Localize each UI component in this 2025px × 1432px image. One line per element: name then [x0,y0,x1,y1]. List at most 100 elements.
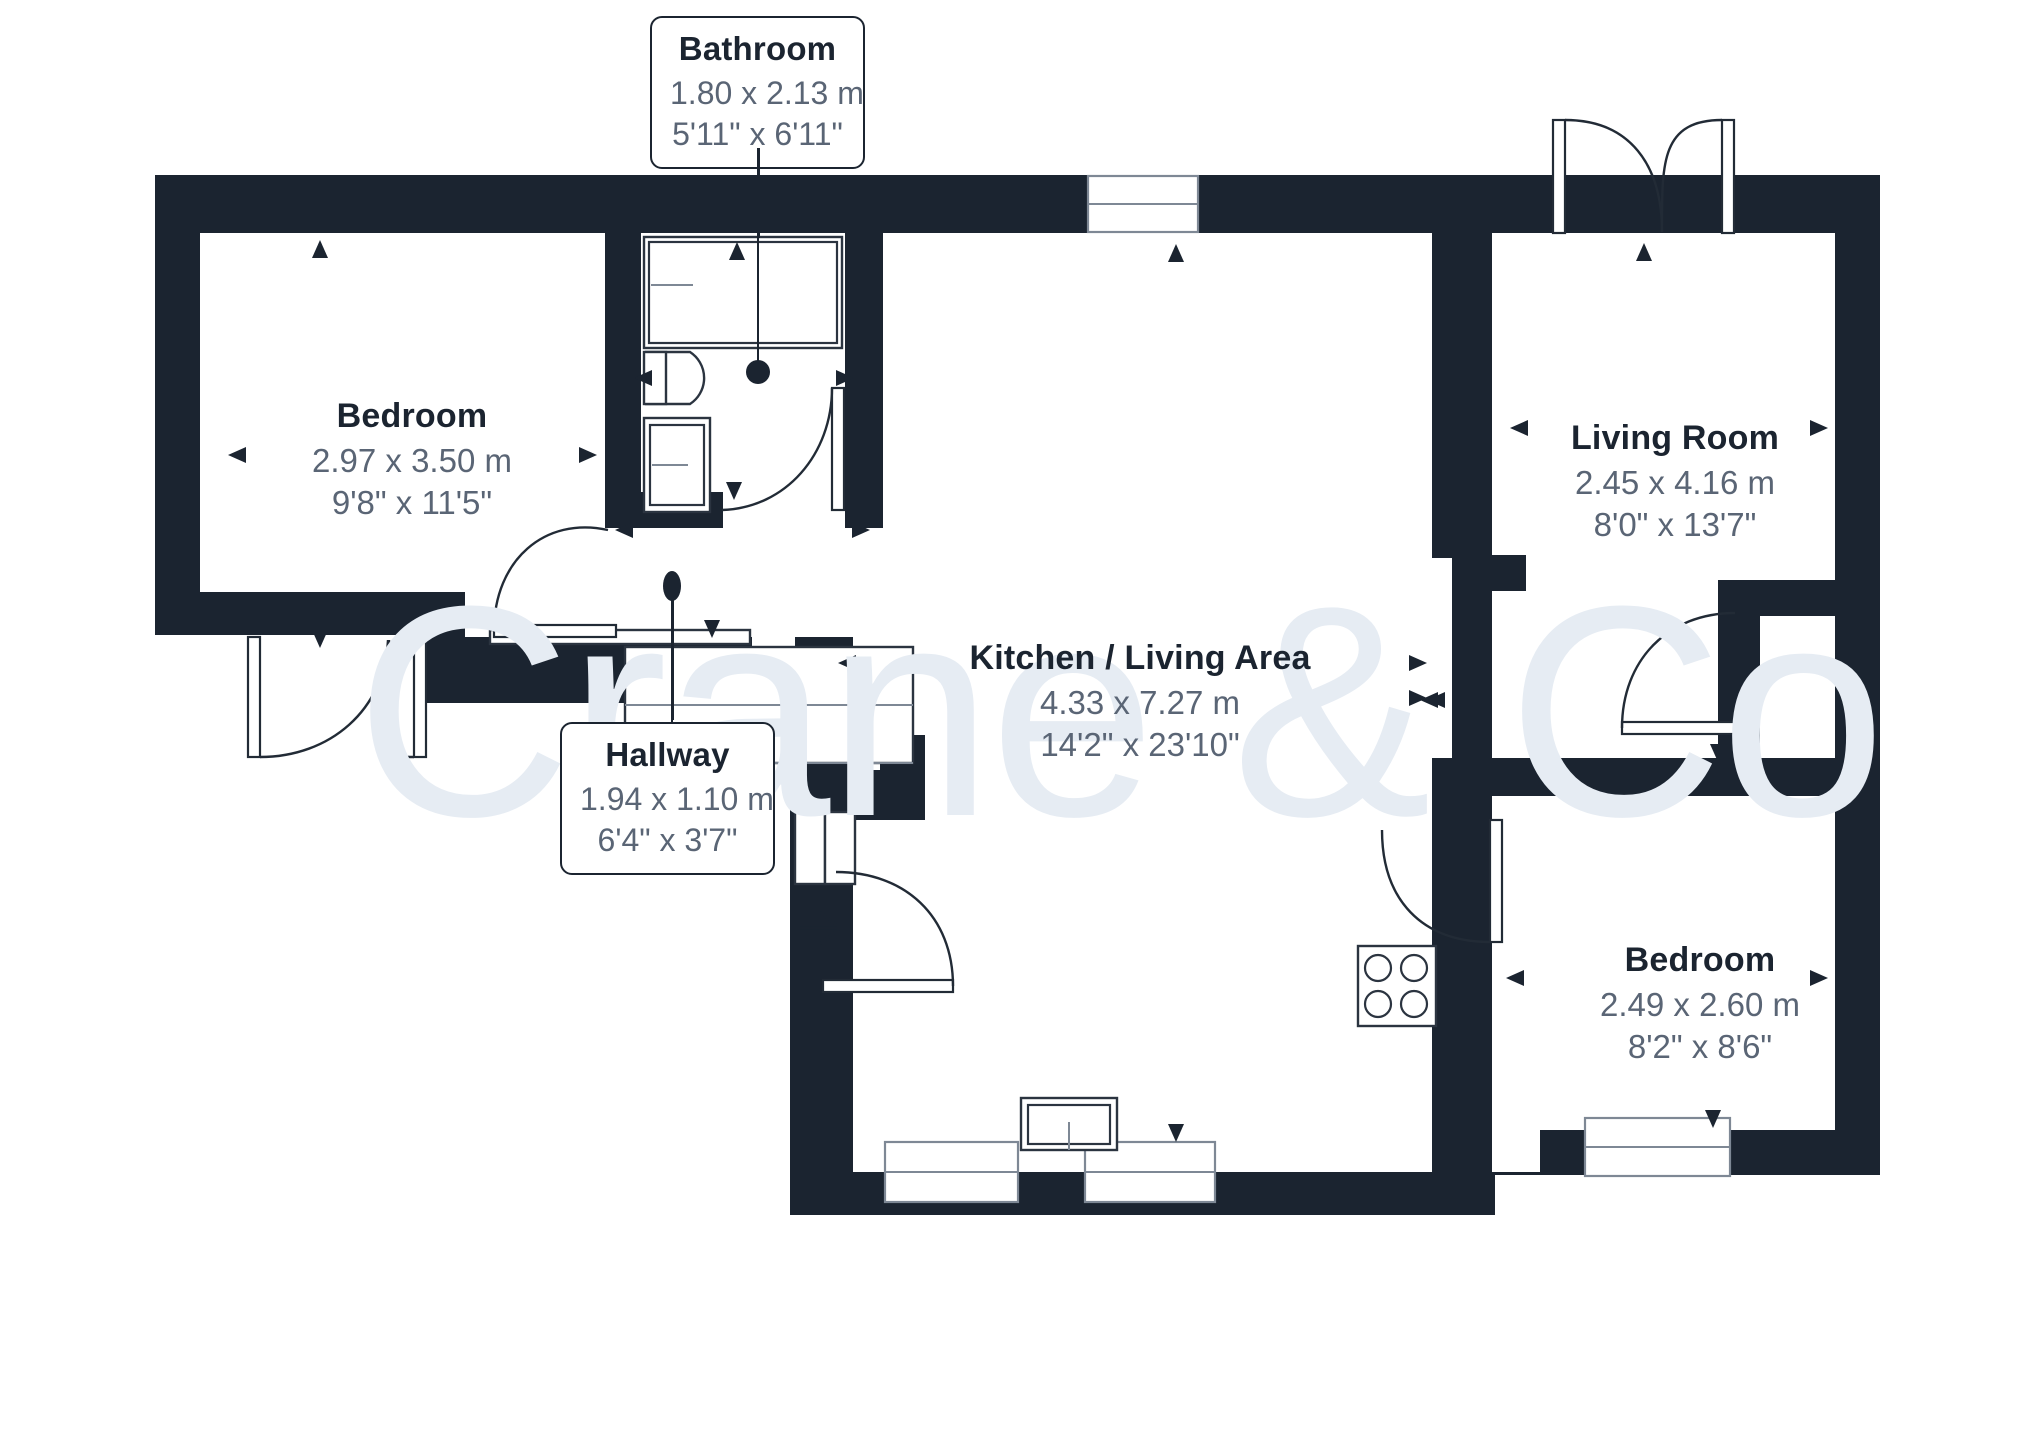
front-double-door[interactable] [246,635,428,759]
room-label-kitchen-living-area: Kitchen / Living Area 4.33 x 7.27 m 14'2… [930,638,1350,765]
hallway-door[interactable] [821,870,955,994]
bedroom-left-door[interactable] [492,526,618,639]
bathroom-ceiling-light-icon [746,360,770,384]
room-label-living-room-metric: 2.45 x 4.16 m [1575,464,1775,502]
front-door-leaf-right[interactable] [412,635,428,759]
room-label-kitchen-living-area-title: Kitchen / Living Area [969,639,1311,677]
partition-bathroom-west [605,233,641,528]
patio-door-leaf-right[interactable] [1720,118,1736,235]
patio-door-leaf-left[interactable] [1551,118,1567,235]
patio-door-swing-right [1660,118,1723,233]
hob-fixture [1356,944,1438,1028]
marker-bedroom-left-west [228,447,246,463]
room-label-bedroom-left: Bedroom 2.97 x 3.50 m 9'8" x 11'5" [242,396,582,523]
living-room-door[interactable] [1620,611,1746,736]
patio-door-swing-left [1564,118,1664,233]
kitchen-unit-lower-a [793,810,827,886]
partition-living-bedroom-divider [1600,758,1880,796]
doors-group [246,118,1746,994]
marker-bathroom-east [836,370,854,386]
bath-shower-inner [647,240,839,345]
kitchen-sink-fixture [1019,1096,1119,1152]
room-label-bathroom-metric: 1.80 x 2.13 m [670,74,864,111]
marker-kitchen-south [1168,1124,1184,1142]
room-label-bathroom: Bathroom 1.80 x 2.13 m 5'11" x 6'11" [650,16,865,170]
room-label-hallway-imperial: 6'4" x 3'7" [597,821,738,858]
partition-bathroom-east [845,233,883,528]
bedroom-left-door-leaf[interactable] [492,623,618,639]
living-room-door-leaf[interactable] [1620,720,1746,736]
room-label-bedroom-left-title: Bedroom [336,397,488,435]
living-room-door-swing [1620,611,1736,729]
windows-group [883,174,1732,1204]
partition-central-vertical-mid [1452,558,1492,758]
room-label-bedroom-right: Bedroom 2.49 x 2.60 m 8'2" x 8'6" [1535,940,1865,1067]
room-label-living-room: Living Room 2.45 x 4.16 m 8'0" x 13'7" [1510,418,1840,545]
room-label-bedroom-right-title: Bedroom [1624,941,1776,979]
room-label-kitchen-living-area-imperial: 14'2" x 23'10" [1040,726,1240,764]
marker-kitchen-east-mid [1409,690,1427,706]
marker-bedroom-right-north [1738,772,1754,790]
room-label-bedroom-right-metric: 2.49 x 2.60 m [1600,986,1800,1024]
hob-ring-3 [1363,989,1393,1019]
bedroom-right-door-swing [1380,829,1491,944]
partition-living-east-notch [1492,555,1526,591]
room-label-living-room-title: Living Room [1570,419,1780,457]
marker-living-south [1710,744,1726,762]
wash-basin-inner [648,423,706,507]
marker-bathroom-north [729,242,745,260]
marker-hallway-west [615,522,633,538]
front-door-leaf-left[interactable] [246,635,262,759]
room-label-hallway: Hallway 1.94 x 1.10 m 6'4" x 3'7" [560,722,775,876]
bath-shower-tray [642,235,844,350]
hallway-door-leaf[interactable] [821,978,955,994]
bedroom-right-door[interactable] [1380,818,1504,944]
bedroom-right-door-leaf[interactable] [1488,818,1504,944]
marker-kitchen-east [1409,655,1427,671]
marker-bedroom-left-south [312,630,328,648]
hallway-door-swing [835,870,955,987]
room-label-bedroom-left-metric: 2.97 x 3.50 m [312,442,512,480]
room-label-living-room-imperial: 8'0" x 13'7" [1593,506,1757,544]
room-label-bathroom-leader [757,148,760,238]
room-label-kitchen-living-area-metric: 4.33 x 7.27 m [1040,684,1240,722]
partition-central-vertical-lower [1432,758,1492,1178]
bathroom-door-swing [721,387,834,512]
marker-bathroom-south [726,482,742,500]
bathroom-door-leaf[interactable] [830,386,846,512]
marker-living-east [1810,420,1828,436]
marker-bedroom-left-east [579,447,597,463]
marker-hallway-north [704,620,720,638]
partition-living-alcove-top [1718,580,1880,616]
view-direction-arrow [800,910,843,946]
marker-hallway-east [852,522,870,538]
room-label-bathroom-imperial: 5'11" x 6'11" [672,115,843,152]
hob-ring-4 [1399,989,1429,1019]
hob-ring-1 [1363,953,1393,983]
patio-double-door[interactable] [1551,118,1736,235]
marker-living-west [1510,420,1528,436]
marker-bedroom-left-north [312,240,328,258]
room-label-hallway-leader [671,580,674,720]
front-door-swing-right [374,639,415,759]
room-label-hallway-metric: 1.94 x 1.10 m [580,780,774,817]
marker-kitchen-west [838,655,856,671]
marker-bathroom-west [634,370,652,386]
front-door-swing-left [259,639,390,759]
room-label-bedroom-left-imperial: 9'8" x 11'5" [331,484,493,522]
room-label-hallway-title: Hallway [605,736,730,773]
bedroom-left-door-swing [492,526,609,632]
room-label-bathroom-title: Bathroom [678,30,837,67]
dimension-markers [228,240,1828,1142]
marker-bedroom-right-west [1506,970,1524,986]
partition-central-vertical-upper [1432,233,1492,558]
hob-ring-2 [1399,953,1429,983]
partition-hallway-east-lower [795,905,853,1215]
bathroom-door[interactable] [721,386,846,512]
marker-bedroom-right-east [1810,970,1828,986]
marker-misc-right [1427,692,1445,708]
room-label-bedroom-right-imperial: 8'2" x 8'6" [1627,1028,1773,1066]
marker-bedroom-right-south [1705,1110,1721,1128]
